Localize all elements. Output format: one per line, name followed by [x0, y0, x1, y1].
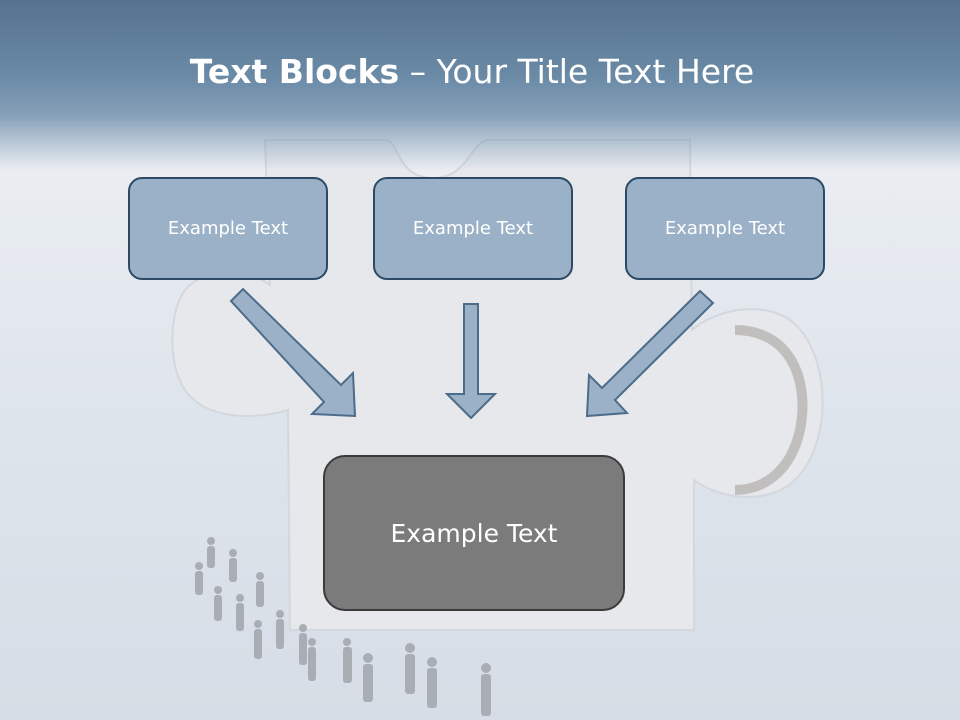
text-block-1[interactable]: Example Text [128, 177, 328, 280]
puzzle-edge-highlight [734, 325, 808, 495]
main-text-block[interactable]: Example Text [323, 455, 625, 611]
arrow-right-diagonal [585, 289, 715, 418]
title-bold-part: Text Blocks [189, 52, 400, 91]
title-bar [0, 0, 960, 170]
text-block-2[interactable]: Example Text [373, 177, 573, 280]
slide-title: Text Blocks – Your Title Text Here [0, 52, 944, 91]
arrow-left-diagonal [229, 287, 357, 418]
text-block-3[interactable]: Example Text [625, 177, 825, 280]
people-silhouettes [195, 537, 491, 716]
title-rest: Your Title Text Here [436, 52, 755, 91]
arrow-center-down [444, 303, 498, 420]
title-dash: – [399, 52, 437, 91]
